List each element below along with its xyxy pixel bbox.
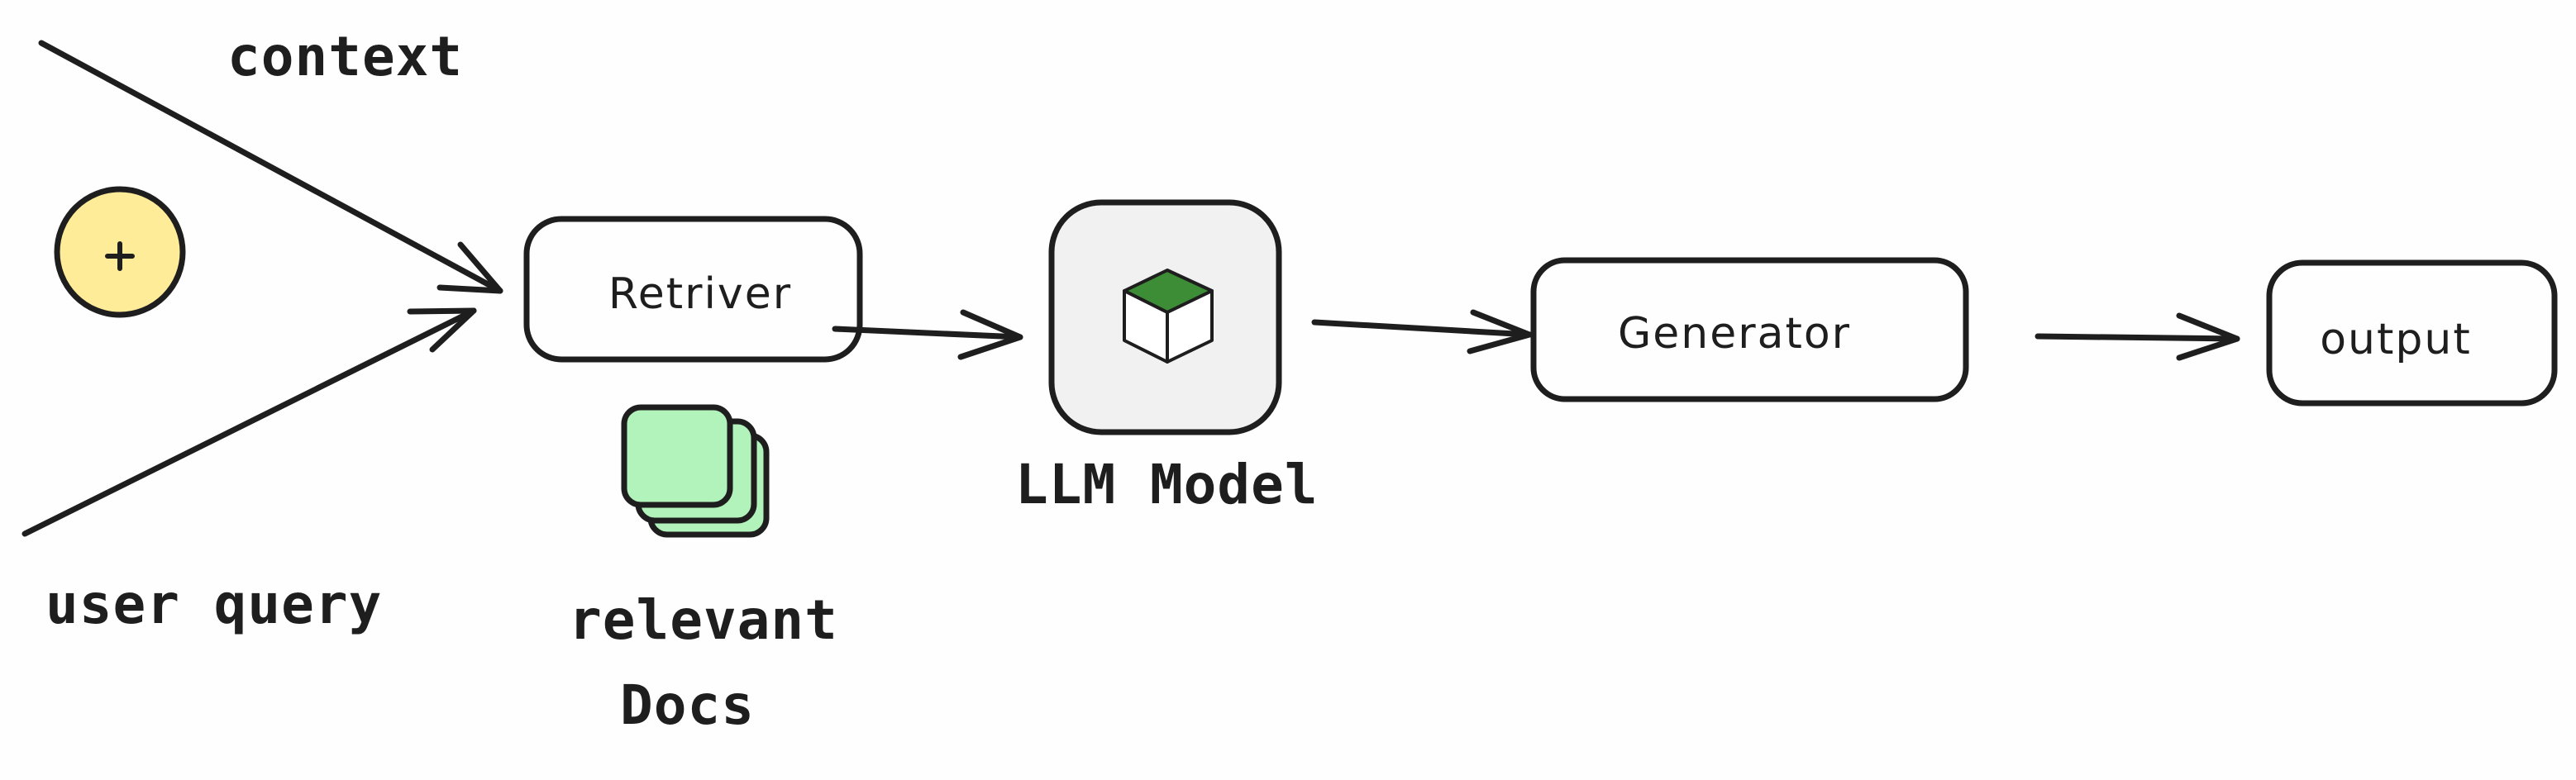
stacked-documents-icon <box>621 404 770 538</box>
output-label: output <box>2320 315 2472 364</box>
generator-to-output-arrow <box>2035 312 2240 361</box>
retriever-to-llm-arrow <box>832 309 1023 360</box>
retriever-label: Retriver <box>608 269 793 319</box>
relevant-docs-label-line1: relevant <box>569 588 838 652</box>
user-query-label: user query <box>45 573 383 636</box>
generator-label: Generator <box>1617 309 1852 359</box>
generator-box[interactable] <box>1530 257 1969 402</box>
context-arrow <box>38 40 503 294</box>
llm-to-generator-arrow <box>1311 309 1533 354</box>
llm-model-label: LLM Model <box>1015 453 1319 516</box>
retriever-box[interactable] <box>523 216 863 363</box>
output-box[interactable] <box>2266 259 2558 407</box>
context-label: context <box>227 25 464 88</box>
plus-circle-icon[interactable] <box>54 186 186 318</box>
user-query-arrow <box>21 307 477 537</box>
relevant-docs-label-line2: Docs <box>620 673 755 737</box>
cube-icon <box>1123 269 1214 364</box>
